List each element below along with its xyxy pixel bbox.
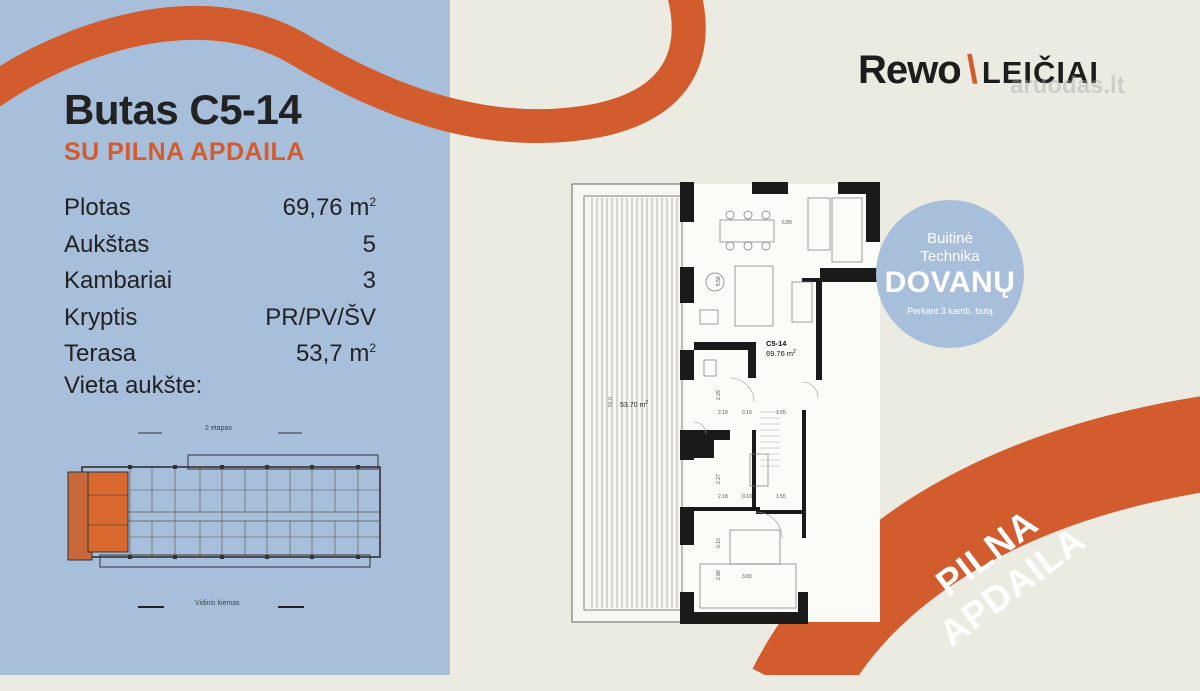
site-plan-caption-bottom: Vidinis kiemas	[195, 600, 240, 607]
terrace-area-label: 53.70 m2	[620, 400, 648, 409]
spec-value: 3	[362, 267, 376, 294]
spec-value: 53,7 m2	[295, 340, 376, 367]
spec-value: 69,76 m2	[282, 194, 376, 221]
listing-title: Butas C5-14	[64, 86, 302, 133]
promo-line-2: Technika	[920, 248, 980, 265]
svg-text:2.88: 2.88	[716, 570, 722, 580]
svg-text:6.89: 6.89	[782, 220, 792, 226]
listing-subtitle: SU PILNA APDAILA	[64, 138, 305, 166]
brand-logo: Rewo \ LEIČIAI	[858, 48, 1099, 93]
door-swings	[693, 377, 819, 539]
svg-text:2.18: 2.18	[718, 410, 728, 416]
svg-text:2.18: 2.18	[718, 494, 728, 500]
svg-text:2.27: 2.27	[716, 474, 722, 484]
spec-row-rooms: Kambariai 3	[64, 263, 376, 300]
svg-text:2.29: 2.29	[716, 390, 722, 400]
svg-text:5.58: 5.58	[716, 276, 722, 286]
site-plan-caption-top: 2 etapas	[205, 425, 232, 432]
spec-label: Kambariai	[64, 267, 173, 294]
brand-project: LEIČIAI	[981, 54, 1100, 90]
promo-line-1: Buitinė	[927, 230, 973, 247]
spec-row-area: Plotas 69,76 m2	[64, 190, 376, 227]
svg-text:53.0: 53.0	[608, 397, 614, 407]
spec-label: Terasa	[64, 340, 137, 367]
spec-label: Plotas	[64, 194, 131, 221]
spec-row-orientation: Kryptis PR/PV/ŠV	[64, 300, 376, 337]
promo-note: Perkant 3 kamb. butą	[907, 306, 993, 316]
spec-row-floor: Aukštas 5	[64, 227, 376, 264]
brand-separator: \	[966, 48, 978, 92]
spec-value: 5	[362, 230, 376, 258]
stair-lines	[760, 411, 780, 467]
svg-text:0.10: 0.10	[742, 410, 752, 416]
svg-text:3.83: 3.83	[742, 574, 752, 580]
svg-text:1.55: 1.55	[776, 494, 786, 500]
brand-name: Rewo	[858, 48, 962, 92]
unit-code-label: C5-14	[766, 339, 787, 348]
spec-label: Kryptis	[64, 303, 138, 331]
apartment-floor-plan: 53.70 m2 53.0	[571, 182, 882, 624]
terrace-decking	[591, 198, 678, 608]
svg-text:1.55: 1.55	[776, 410, 786, 416]
location-label: Vieta aukšte:	[64, 372, 203, 399]
watermark: aruodas.lt	[1010, 72, 1125, 99]
spec-list: Plotas 69,76 m2 Aukštas 5 Kambariai 3 Kr…	[64, 190, 376, 373]
svg-text:0.10: 0.10	[716, 538, 722, 548]
promo-headline: DOVANŲ	[884, 266, 1016, 299]
spec-row-terrace: Terasa 53,7 m2	[64, 336, 376, 373]
spec-label: Aukštas	[64, 230, 150, 258]
spec-value: PR/PV/ŠV	[265, 303, 376, 331]
site-plan-diagram	[67, 432, 381, 608]
furniture	[699, 197, 863, 609]
svg-text:0.10: 0.10	[742, 494, 752, 500]
promo-badge: Buitinė Technika DOVANŲ Perkant 3 kamb. …	[876, 200, 1024, 348]
walls	[680, 182, 882, 624]
